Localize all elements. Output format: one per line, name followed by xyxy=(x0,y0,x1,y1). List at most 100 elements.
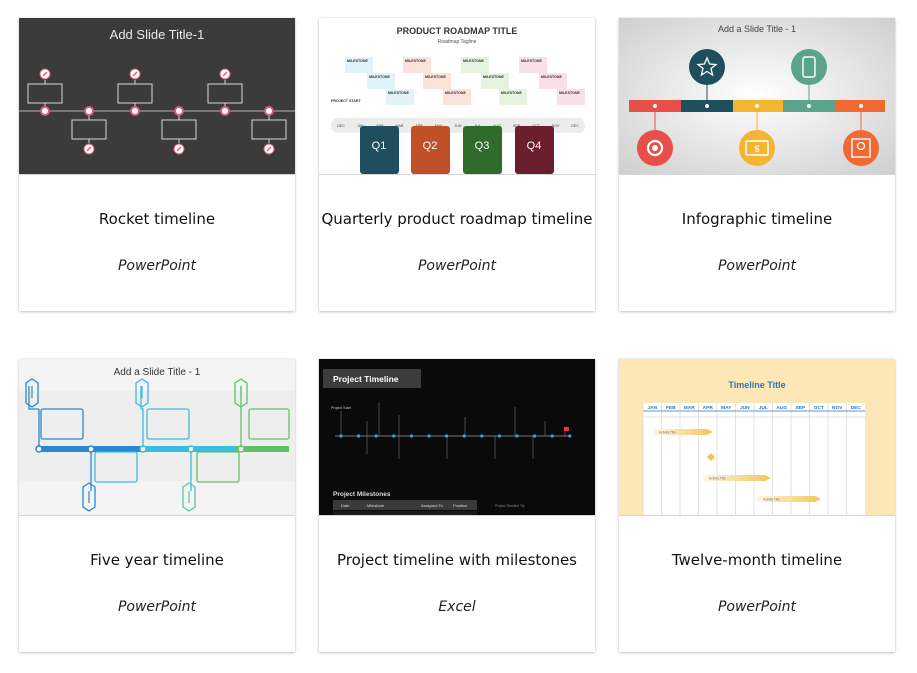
month-label: SEP xyxy=(513,124,521,128)
month-label: JAN xyxy=(647,405,657,411)
template-thumbnail[interactable]: PRODUCT ROADMAP TITLE Roadmap Tagline MI… xyxy=(319,18,595,174)
month-label: OCT xyxy=(814,405,824,411)
template-title[interactable]: Rocket timeline xyxy=(98,210,216,228)
month-label: SEP xyxy=(795,405,805,411)
milestone-label: MILESTONE xyxy=(369,75,391,79)
month-label: JAN xyxy=(357,124,364,128)
quarter-label: Q3 xyxy=(475,140,490,152)
milestone-label: MILESTONE xyxy=(463,59,485,63)
timeline-dot xyxy=(497,434,501,438)
template-title[interactable]: Infographic timeline xyxy=(681,210,833,228)
project-timeline-header: Project Timeline xyxy=(333,374,399,384)
timeline-dot xyxy=(374,434,378,438)
template-thumbnail[interactable]: Add Slide Title-1 xyxy=(19,18,295,174)
quarter-label: Q1 xyxy=(372,140,387,152)
roadmap-title-text: PRODUCT ROADMAP TITLE xyxy=(397,26,518,36)
month-label: DEC xyxy=(571,124,579,128)
quarterly-roadmap-preview: PRODUCT ROADMAP TITLE Roadmap Tagline MI… xyxy=(319,18,595,174)
month-label: MAR xyxy=(396,124,404,128)
template-app-label: Excel xyxy=(438,599,476,615)
star-icon xyxy=(689,49,725,85)
template-app-label: PowerPoint xyxy=(717,258,797,274)
card-divider xyxy=(19,515,295,516)
project-start-label: Project Start xyxy=(331,406,351,410)
month-label: JUN xyxy=(455,124,462,128)
column-assigned-to: Assigned To xyxy=(421,503,443,508)
template-card-twelve-month-timeline[interactable]: Timeline Title JAN FEB MAR APR MAY JUN JUL AUG S… xyxy=(619,359,895,652)
month-label: APR xyxy=(703,405,714,411)
month-label: AUG xyxy=(776,405,787,411)
month-label: NOV xyxy=(552,124,560,128)
month-label: JUL xyxy=(759,405,768,411)
template-title[interactable]: Project timeline with milestones xyxy=(336,551,577,569)
month-label: MAR xyxy=(684,405,695,411)
template-thumbnail[interactable]: Add a Slide Title - 1 xyxy=(19,359,295,515)
template-thumbnail[interactable]: Project Timeline Project Start Project M… xyxy=(319,359,595,515)
card-divider xyxy=(619,174,895,175)
card-divider xyxy=(319,515,595,516)
timeline-title-text: Timeline Title xyxy=(728,380,785,390)
month-label: MAY xyxy=(721,405,732,411)
timeline-dot xyxy=(357,434,361,438)
phone-icon xyxy=(791,49,827,85)
column-date: Date xyxy=(341,503,350,508)
slide-title-text: Add a Slide Title - 1 xyxy=(718,24,796,34)
timeline-dot xyxy=(515,434,519,438)
timeline-dot xyxy=(462,434,466,438)
milestones-header: Project Milestones xyxy=(333,491,391,498)
milestone-label: MILESTONE xyxy=(388,91,410,95)
project-timeline-preview: Project Timeline Project Start Project M… xyxy=(319,359,595,515)
template-thumbnail[interactable]: Add a Slide Title - 1 $ xyxy=(619,18,895,174)
template-card-rocket-timeline[interactable]: Add Slide Title-1 xyxy=(19,18,295,311)
svg-text:$: $ xyxy=(754,144,759,154)
side-note: Project Timeline Tip xyxy=(495,504,525,508)
event-label: Activity Title xyxy=(763,498,780,502)
template-title[interactable]: Five year timeline xyxy=(90,551,224,569)
project-start-label: PROJECT START xyxy=(331,99,361,103)
template-app-label: PowerPoint xyxy=(117,599,197,615)
template-app-label: PowerPoint xyxy=(117,258,197,274)
milestone-label: MILESTONE xyxy=(425,75,447,79)
template-card-quarterly-roadmap[interactable]: PRODUCT ROADMAP TITLE Roadmap Tagline MI… xyxy=(319,18,595,311)
timeline-dot xyxy=(409,434,413,438)
card-divider xyxy=(319,174,595,175)
twelve-month-timeline-preview: Timeline Title JAN FEB MAR APR MAY JUN JUL AUG S… xyxy=(619,359,895,515)
slide-title-text: Add Slide Title-1 xyxy=(110,27,205,42)
milestone-label: MILESTONE xyxy=(541,75,563,79)
card-divider xyxy=(19,174,295,175)
timeline-dot xyxy=(427,434,431,438)
template-app-label: PowerPoint xyxy=(417,258,497,274)
event-label: Activity Title xyxy=(709,477,726,481)
month-label: DEC xyxy=(337,124,345,128)
event-label: Activity Title xyxy=(659,431,676,435)
milestone-label: MILESTONE xyxy=(445,91,467,95)
money-icon xyxy=(739,130,775,166)
timeline-dot xyxy=(480,434,484,438)
template-title[interactable]: Twelve-month timeline xyxy=(671,551,843,569)
month-label: NOV xyxy=(832,405,843,411)
column-position: Position xyxy=(453,503,467,508)
column-milestone: Milestone xyxy=(367,503,385,508)
month-label: DEC xyxy=(851,405,862,411)
timeline-dot xyxy=(392,434,396,438)
infographic-timeline-preview: Add a Slide Title - 1 $ xyxy=(619,18,895,174)
award-icon xyxy=(843,130,879,166)
milestone-label: MILESTONE xyxy=(521,59,543,63)
roadmap-tagline-text: Roadmap Tagline xyxy=(438,39,477,45)
template-thumbnail[interactable]: Timeline Title JAN FEB MAR APR MAY JUN JUL AUG S… xyxy=(619,359,895,515)
milestone-label: MILESTONE xyxy=(347,59,369,63)
timeline-dot xyxy=(568,434,572,438)
timeline-dot xyxy=(533,434,537,438)
template-card-five-year-timeline[interactable]: Add a Slide Title - 1 xyxy=(19,359,295,652)
quarter-label: Q4 xyxy=(527,140,542,152)
month-label: FEB xyxy=(666,405,676,411)
month-label: JUN xyxy=(740,405,750,411)
milestone-label: MILESTONE xyxy=(501,91,523,95)
template-app-label: PowerPoint xyxy=(717,599,797,615)
card-divider xyxy=(619,515,895,516)
timeline-dot xyxy=(445,434,449,438)
template-card-infographic-timeline[interactable]: Add a Slide Title - 1 $ xyxy=(619,18,895,311)
template-card-project-timeline-milestones[interactable]: Project Timeline Project Start Project M… xyxy=(319,359,595,652)
template-title[interactable]: Quarterly product roadmap timeline xyxy=(321,210,593,228)
milestone-label: MILESTONE xyxy=(559,91,581,95)
